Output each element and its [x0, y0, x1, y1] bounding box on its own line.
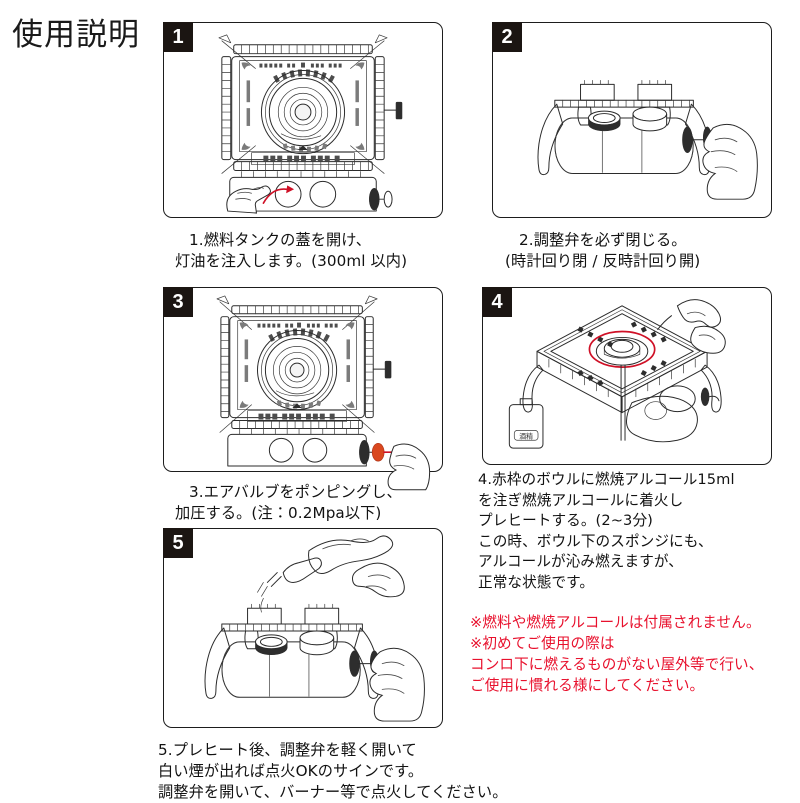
step-5-panel: 5 [163, 528, 443, 728]
step-2-caption-line-1: 2.調整弁を必ず閉じる。 [519, 231, 687, 249]
warning-line-1: ※燃料や燃焼アルコールは付属されません。 [470, 614, 761, 631]
alcohol-bottle-label: 酒精 [519, 431, 533, 440]
step-2-illustration [537, 80, 758, 200]
step-4-caption: 4.赤枠のボウルに燃焼アルコール15ml を注ぎ燃焼アルコールに着火しプレヒートす… [478, 470, 798, 593]
step-5-caption-line-2: 白い煙が出れば点火OKのサインです。 [158, 762, 424, 780]
step-3-caption: 3.エアバルブをポンピングし、加圧する。(注：0.2Mpa以下) [175, 482, 445, 524]
step-4-caption-line-1: 4.赤枠のボウルに燃焼アルコール15ml [478, 471, 735, 488]
step-4-illustration: 酒精 [508, 299, 726, 449]
step-1-illustration [218, 34, 403, 214]
step-4-caption-line-2: を注ぎ燃焼アルコールに着火し [478, 491, 684, 509]
step-1-caption-line-2: 灯油を注入します。(300ml 以内) [175, 252, 408, 270]
step-4-badge: 4 [482, 287, 512, 317]
step-4-caption-line-5: アルコールが沁み燃えますが、 [478, 553, 683, 570]
step-5-caption: 5.プレヒート後、調整弁を軽く開いて白い煙が出れば点火OKのサインです。調整弁を… [158, 740, 518, 803]
warning-line-2: ※初めてご使用の際は [470, 635, 615, 652]
step-4-caption-line-4: この時、ボウル下のスポンジにも、 [478, 532, 713, 550]
step-1-caption: 1.燃料タンクの蓋を開け、灯油を注入します。(300ml 以内) [175, 230, 445, 272]
step-5-badge: 5 [163, 528, 193, 558]
warning-line-4: ご使用に慣れる様にしてください。 [470, 677, 705, 694]
step-2-panel: 2 [492, 22, 772, 218]
step-2-badge: 2 [492, 22, 522, 52]
step-3-panel: 3 [163, 287, 443, 491]
step-5-caption-line-3: 調整弁を開いて、バーナー等で点火してください。 [158, 783, 508, 801]
warning-text: ※燃料や燃焼アルコールは付属されません。 ※初めてご使用の際はコンロ下に燃えるもの… [470, 612, 800, 696]
page-title: 使用説明 [12, 17, 140, 53]
step-1-panel: 1 [163, 22, 443, 218]
step-5-caption-line-1: 5.プレヒート後、調整弁を軽く開いて [158, 741, 417, 759]
step-2-caption-line-2: (時計回り閉 / 反時計回り開) [505, 252, 701, 270]
step-5-illustration [204, 535, 425, 722]
step-4-caption-line-3: プレヒートする。(2~3分) [478, 512, 653, 529]
step-4-caption-line-6: 正常な状態です。 [478, 573, 595, 591]
step-3-caption-line-1: 3.エアバルブをポンピングし、 [189, 483, 402, 501]
step-3-badge: 3 [163, 287, 193, 317]
warning-line-3: コンロ下に燃えるものがない屋外等で行い、 [470, 656, 764, 673]
step-2-caption: 2.調整弁を必ず閉じる。 (時計回り閉 / 反時計回り開) [505, 230, 785, 272]
step-3-caption-line-2: 加圧する。(注：0.2Mpa以下) [175, 504, 382, 522]
step-3-illustration [216, 295, 431, 491]
step-1-badge: 1 [163, 22, 193, 52]
step-4-panel: 4 [482, 287, 772, 465]
step-1-caption-line-1: 1.燃料タンクの蓋を開け、 [189, 231, 372, 249]
